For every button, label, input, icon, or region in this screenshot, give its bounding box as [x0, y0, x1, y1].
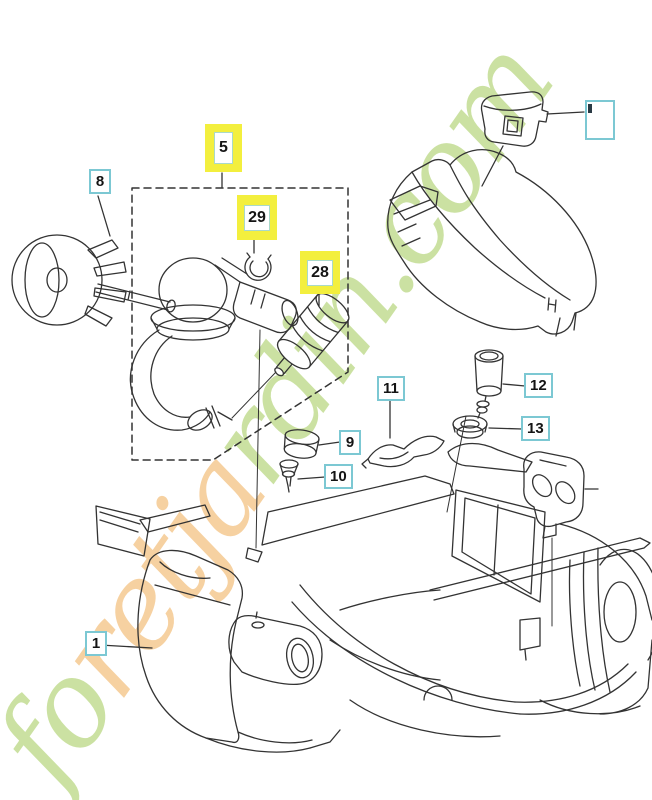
leader-10 — [297, 476, 326, 480]
part-label-9[interactable]: 9 — [339, 430, 361, 455]
part-28-filter-drawing — [274, 292, 350, 377]
part-label-29-number: 29 — [244, 204, 270, 231]
part-label-28[interactable]: 28 — [300, 251, 340, 294]
part-12-drawing — [474, 349, 504, 419]
leader-13 — [488, 427, 523, 430]
leader-1 — [99, 644, 153, 649]
part-10-drawing — [279, 459, 299, 493]
leader-12 — [502, 383, 526, 387]
leader-9 — [318, 441, 341, 446]
primer-bulb-drawing — [129, 257, 299, 549]
intake-elbow-drawing — [523, 451, 599, 627]
part-label-13[interactable]: 13 — [521, 416, 550, 441]
group-5-dashed-box — [131, 187, 349, 461]
intake-cap-drawing — [480, 91, 585, 187]
part-13-drawing — [446, 415, 488, 513]
part-label-28-number: 28 — [307, 259, 333, 286]
cutoff-part-label[interactable] — [585, 100, 615, 140]
part-label-11[interactable]: 11 — [377, 376, 405, 401]
svg-text:foretjardin.com: foretjardin.com — [0, 18, 579, 800]
part-label-12[interactable]: 12 — [524, 373, 553, 398]
part-label-8[interactable]: 8 — [89, 169, 111, 194]
part-label-5[interactable]: 5 — [205, 124, 242, 172]
part-29-clip-drawing — [244, 239, 272, 281]
part-label-1[interactable]: 1 — [85, 631, 107, 656]
part-8-drawing — [11, 195, 176, 327]
cutoff-label-glyph — [588, 104, 592, 113]
part-label-29[interactable]: 29 — [237, 195, 277, 240]
housing-drawing — [95, 442, 652, 753]
watermark-text: foretjardin.com — [0, 18, 579, 800]
part-label-10[interactable]: 10 — [324, 464, 353, 489]
part-label-5-number: 5 — [214, 132, 233, 164]
part-9-drawing — [283, 429, 320, 459]
cylinder-cover-drawing — [387, 149, 597, 337]
part-11-drawing — [361, 435, 445, 469]
